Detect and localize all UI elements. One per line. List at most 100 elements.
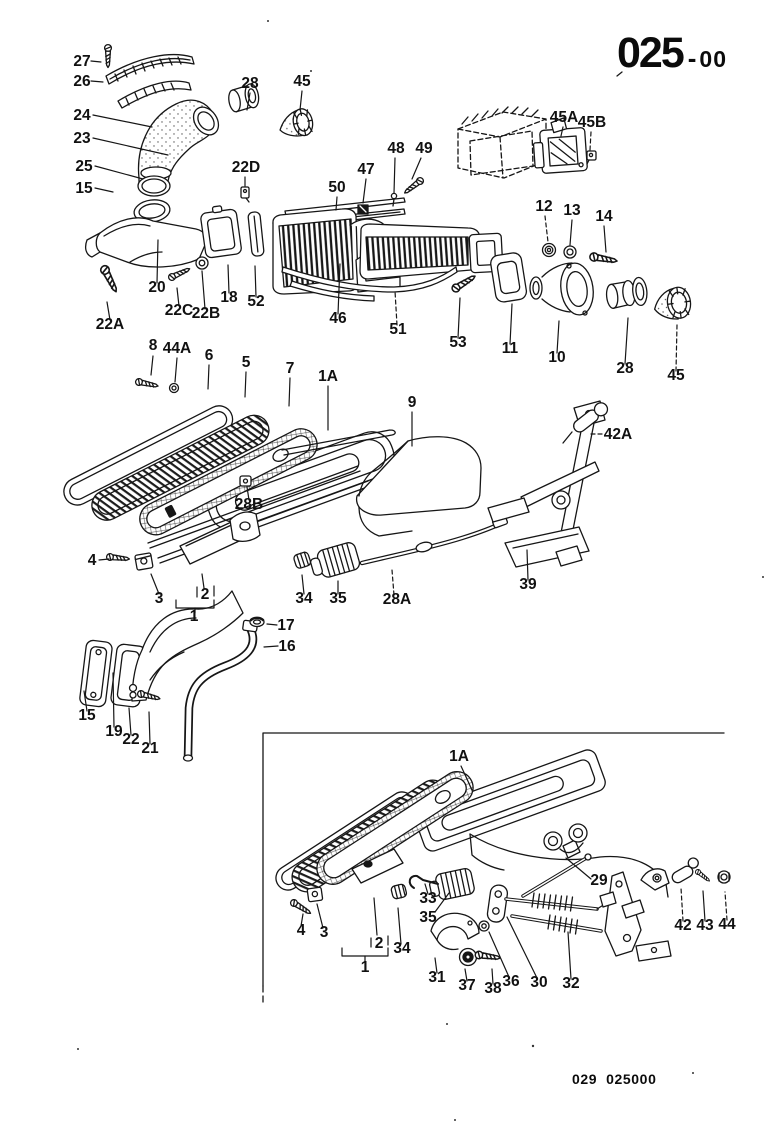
screw-43: [693, 867, 712, 884]
part-label-6: 6: [205, 347, 214, 364]
part-label-51: 51: [389, 321, 407, 338]
leader-39: [526, 549, 529, 581]
leader-32: [567, 931, 572, 980]
part-label-27: 27: [73, 53, 90, 70]
part-label-42: 42: [674, 917, 691, 934]
leader-49: [411, 157, 422, 180]
leader-27: [90, 60, 102, 63]
heater-housing-15: [85, 199, 207, 268]
vent-grille-stack: [63, 377, 609, 578]
part-label-2-inset: 2: [375, 935, 384, 952]
leader-18: [227, 264, 230, 294]
leader-23: [92, 137, 169, 156]
leader-36: [488, 931, 510, 978]
part-label-22C: 22C: [165, 302, 193, 319]
central-air-duct-assembly: [272, 175, 528, 303]
spring-rod-upper: [504, 892, 606, 912]
leader-lines-layer: [83, 60, 728, 985]
part-label-8: 8: [149, 337, 158, 354]
leader-45B: [589, 131, 592, 151]
leader-6: [207, 364, 210, 390]
leader-44A: [174, 357, 178, 383]
phantom-housing-hatch: [461, 106, 539, 125]
part-label-26: 26: [73, 73, 91, 90]
leader-25: [94, 165, 144, 180]
lever-42A: [562, 402, 609, 444]
leader-5: [244, 371, 247, 398]
part-label-28A: 28A: [383, 591, 411, 608]
lower-left-footwell-duct: [79, 590, 265, 762]
part-label-23: 23: [73, 130, 91, 147]
screw-48: [390, 192, 398, 207]
part-label-35-inset: 35: [419, 909, 437, 926]
title-dash: -: [687, 43, 697, 73]
nut-36: [478, 920, 490, 932]
part-label-21: 21: [141, 740, 159, 757]
part-label-15: 15: [75, 180, 93, 197]
leader-10: [556, 320, 560, 354]
leader-34-inset: [397, 907, 402, 945]
leader-28B: [246, 486, 250, 501]
crescent-duct-31: [430, 912, 480, 951]
part-label-10: 10: [548, 349, 565, 366]
leader-3-inset: [316, 903, 324, 929]
sealing-ring-25: [137, 175, 171, 197]
leader-28-top: [246, 92, 251, 111]
leader-4: [98, 558, 110, 561]
air-guide-strip-51: [281, 266, 458, 302]
rod-29: [521, 853, 592, 898]
clip-28B: [239, 475, 252, 487]
part-label-44A: 44A: [163, 340, 191, 357]
fresh-air-intake-assembly: [85, 43, 314, 295]
inset-bellows-35: [428, 868, 475, 900]
pad-52: [247, 211, 265, 257]
part-label-15-lower: 15: [78, 707, 96, 724]
leader-51: [394, 290, 398, 326]
leader-35-inset: [434, 892, 450, 913]
funnel-duct-10: [529, 262, 594, 316]
leader-52: [254, 265, 257, 298]
leader-2-inset: [373, 897, 378, 936]
grille-strip-24: [117, 80, 192, 109]
leader-16: [263, 645, 279, 648]
bolt-53: [449, 272, 478, 295]
page-number-title: 025 - 00: [617, 29, 727, 78]
leader-24: [92, 114, 153, 128]
leader-29: [565, 857, 592, 880]
part-label-7: 7: [286, 360, 295, 377]
grille-insert-5: [91, 414, 270, 521]
nozzle-45-top: [279, 108, 314, 137]
washer-22B: [195, 256, 209, 270]
part-label-46: 46: [329, 310, 347, 327]
part-label-45-right: 45: [667, 367, 685, 384]
leader-30: [506, 916, 538, 979]
part-label-35: 35: [329, 590, 347, 607]
trim-rails: [147, 429, 396, 564]
part-label-3-inset: 3: [320, 924, 329, 941]
part-label-1A: 1A: [318, 368, 338, 385]
grille-body-7: [139, 428, 318, 536]
leader-26: [90, 80, 104, 83]
inset-cover-panel-2: [351, 848, 404, 884]
part-label-36: 36: [502, 973, 520, 990]
leader-22C: [176, 287, 180, 307]
part-label-13: 13: [563, 202, 581, 219]
title-main: 025: [617, 29, 685, 77]
leader-22-lower: [128, 707, 132, 736]
leader-45A: [560, 126, 564, 137]
part-label-28-right: 28: [616, 360, 634, 377]
leader-44: [724, 891, 728, 921]
flange-plate-15: [79, 639, 113, 708]
leader-37: [464, 968, 468, 982]
leader-46: [337, 263, 341, 315]
part-label-22A: 22A: [96, 316, 124, 333]
screw-4: [105, 552, 131, 564]
part-label-9: 9: [408, 394, 417, 411]
leader-22A: [106, 301, 111, 321]
bracket-group-1: [175, 599, 215, 609]
leader-7: [288, 377, 291, 407]
clip-22D: [240, 186, 250, 203]
knob-lever-42: [671, 857, 699, 884]
part-label-12: 12: [535, 198, 552, 215]
